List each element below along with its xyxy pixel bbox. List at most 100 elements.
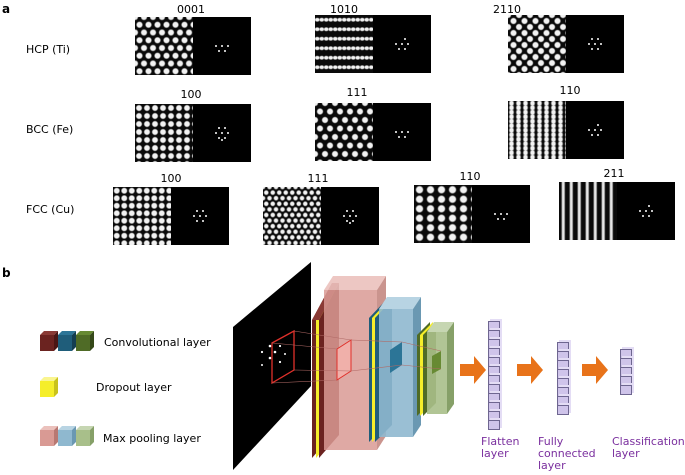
fft-spot [597, 48, 599, 50]
conv-block-2 [369, 297, 421, 442]
fft-spot [202, 210, 204, 212]
fft-spot [343, 215, 345, 217]
fft-spot [218, 137, 220, 139]
legend-pool-label: Max pooling layer [103, 432, 201, 445]
fft-spot [591, 38, 593, 40]
stem-image [315, 15, 373, 73]
fft-spot [591, 134, 593, 136]
zone-label-bcc-111: 111 [346, 86, 368, 99]
zone-label-fcc-110: 110 [459, 170, 481, 183]
label-fully-line-1: Fully [538, 435, 564, 448]
fft-spot [648, 215, 650, 217]
zone-label-fcc-100: 100 [160, 172, 182, 185]
flatten-vector [488, 321, 500, 430]
conv-block-3 [417, 322, 454, 416]
fft-spot [193, 215, 195, 217]
fft-spot [591, 48, 593, 50]
fft-pattern [193, 17, 251, 75]
legend-dropout-block [40, 377, 58, 397]
fft-spot [588, 43, 590, 45]
fft-spot [642, 215, 644, 217]
image-pair-fcc-211 [559, 182, 675, 240]
connection-lines [271, 330, 442, 384]
image-pair-fcc-110 [414, 185, 530, 243]
fft-spot [597, 38, 599, 40]
row-label-hcp: HCP (Ti) [26, 43, 71, 56]
panel-letter-a: a [2, 2, 11, 16]
arrows [460, 356, 608, 384]
legend-conv-label: Convolutional layer [104, 336, 211, 349]
fft-pattern [566, 15, 624, 73]
legend-dropout-label: Dropout layer [96, 381, 172, 394]
fft-spot [224, 127, 226, 129]
fft-spot [346, 220, 348, 222]
fft-spot [224, 137, 226, 139]
label-classification-line-2: layer [612, 447, 640, 460]
label-classification-line-1: Classification [612, 435, 685, 448]
label-fully-line-2: connected [538, 447, 596, 460]
fft-spot [594, 43, 596, 45]
fully-connected-vector [557, 342, 569, 415]
fft-pattern [373, 103, 431, 161]
fft-spot [407, 43, 409, 45]
zone-label-fcc-211: 211 [603, 167, 625, 180]
stem-image [559, 182, 617, 240]
zone-label-bcc-110: 110 [559, 84, 581, 97]
fft-spot [205, 215, 207, 217]
fft-spot [224, 50, 226, 52]
label-flatten-line-2: layer [481, 447, 509, 460]
stem-image [315, 103, 373, 161]
stem-image [263, 187, 321, 245]
fft-spot [395, 43, 397, 45]
fft-spot [407, 131, 409, 133]
fft-spot [227, 45, 229, 47]
classification-vector [620, 349, 632, 395]
row-label-fcc: FCC (Cu) [26, 203, 75, 216]
image-pair-bcc-111 [315, 103, 431, 161]
fft-spot [494, 213, 496, 215]
fft-pattern [617, 182, 675, 240]
fft-spot [600, 129, 602, 131]
fft-spot [218, 50, 220, 52]
fft-spot [196, 220, 198, 222]
fft-spot [196, 210, 198, 212]
image-pair-fcc-111 [263, 187, 379, 245]
fft-spot [346, 210, 348, 212]
fft-spot [398, 136, 400, 138]
fft-spot [497, 218, 499, 220]
fft-spot [594, 129, 596, 131]
fft-pattern [373, 15, 431, 73]
label-fully-connected: Fully connected layer [538, 436, 596, 472]
fft-pattern [472, 185, 530, 243]
fft-spot [588, 129, 590, 131]
fft-spot [352, 220, 354, 222]
fft-pattern [566, 101, 624, 159]
row-label-bcc: BCC (Fe) [26, 123, 74, 136]
fft-spot [506, 213, 508, 215]
fft-spot [503, 218, 505, 220]
fft-spot [651, 210, 653, 212]
fft-spot [352, 210, 354, 212]
label-flatten-line-1: Flatten [481, 435, 520, 448]
panel-letter-b: b [2, 266, 11, 280]
fft-spot [395, 131, 397, 133]
stem-image [135, 17, 193, 75]
fft-spot [202, 220, 204, 222]
fft-spot [199, 215, 201, 217]
zone-label-hcp-2110: 2110 [493, 3, 521, 16]
stem-image [135, 104, 193, 162]
legend-conv-blocks [40, 331, 94, 351]
fft-spot [648, 205, 650, 207]
fft-spot [597, 124, 599, 126]
fft-spot [404, 48, 406, 50]
label-flatten: Flatten layer [481, 436, 520, 460]
fft-spot [355, 215, 357, 217]
fft-spot [349, 215, 351, 217]
fft-pattern [171, 187, 229, 245]
fft-spot [404, 136, 406, 138]
image-pair-hcp-2110 [508, 15, 624, 73]
zone-label-fcc-111: 111 [307, 172, 329, 185]
vector-cell [557, 405, 569, 415]
image-pair-hcp-1010 [315, 15, 431, 73]
